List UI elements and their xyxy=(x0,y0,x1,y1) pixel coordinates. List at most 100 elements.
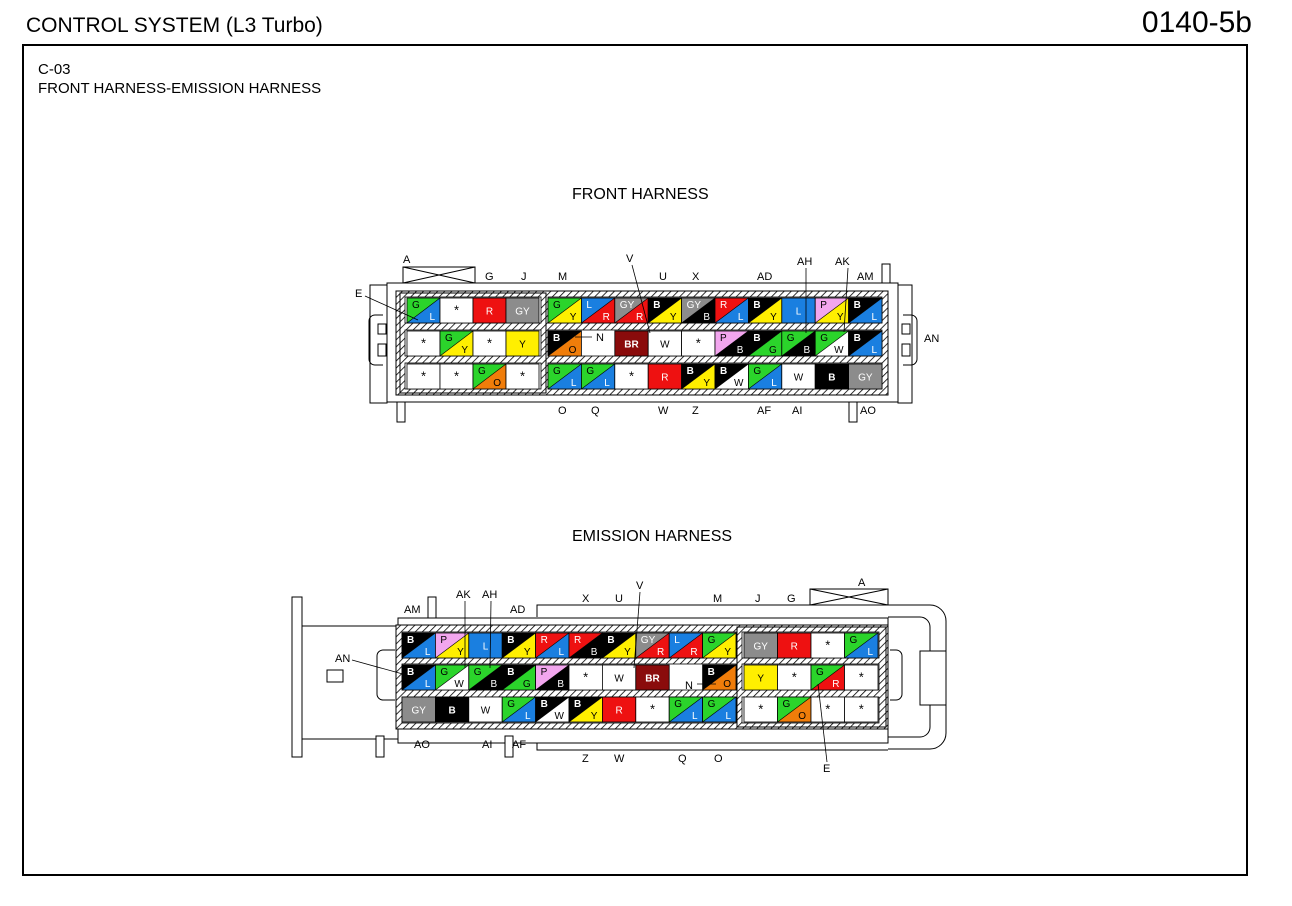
front-main-cavity-r1-c2: LR xyxy=(581,297,616,324)
emission-main-cavity-r3-c1: GY xyxy=(401,696,436,723)
emission-right-cavity-r1-c4: GL xyxy=(844,632,879,659)
cavity-color-primary: G xyxy=(553,300,561,311)
cavity-label: * xyxy=(825,702,830,717)
cavity-label: L xyxy=(483,642,489,653)
cavity-color-secondary: L xyxy=(871,345,877,356)
emission-main-cavity-r2-c1: BL xyxy=(401,664,436,691)
emission-main-cavity-r3-c8: * xyxy=(635,696,670,723)
cavity-label: BR xyxy=(624,340,639,351)
front-label-m: M xyxy=(558,271,567,283)
emission-main-cavity-r3-c6: BY xyxy=(568,696,603,723)
emission-harness-title: EMISSION HARNESS xyxy=(572,528,733,545)
emission-right-cavity-r3-c3: * xyxy=(810,696,845,723)
cavity-color-secondary: O xyxy=(798,711,806,722)
cavity-color-secondary: L xyxy=(738,312,744,323)
cavity-color-secondary: W xyxy=(454,679,464,690)
emission-right-cavity-r2-c3: GR xyxy=(810,664,845,691)
emission-label-g: G xyxy=(787,593,796,605)
emission-right-cavity-r2-c1: Y xyxy=(743,664,778,691)
front-left-cavity-r1-c3: R xyxy=(472,297,507,324)
cavity-color-primary: G xyxy=(507,699,515,710)
emission-label-e: E xyxy=(823,763,830,775)
emission-label-ak: AK xyxy=(456,589,471,601)
front-main-cavity-r3-c10: GY xyxy=(848,363,883,390)
cavity-color-secondary: L xyxy=(425,679,431,690)
emission-main-cavity-r1-c1: BL xyxy=(401,632,436,659)
cavity-color-primary: B xyxy=(753,300,760,311)
cavity-color-secondary: O xyxy=(569,345,577,356)
emission-label-x: X xyxy=(582,593,590,605)
cavity-color-primary: G xyxy=(474,667,482,678)
cavity-color-primary: GY xyxy=(641,635,656,646)
cavity-color-secondary: Y xyxy=(524,647,531,658)
front-left-cavity-r2-c4: Y xyxy=(505,330,540,357)
emission-label-ai: AI xyxy=(482,739,492,751)
emission-main-cavity-r1-c5: RL xyxy=(535,632,570,659)
cavity-color-secondary: B xyxy=(703,312,710,323)
emission-main-cavity-r3-c2: B xyxy=(434,696,470,723)
cavity-color-secondary: L xyxy=(558,647,564,658)
front-main-cavity-r3-c1: GL xyxy=(547,363,582,390)
cavity-color-primary: R xyxy=(720,300,727,311)
cavity-color-secondary: Y xyxy=(624,647,631,658)
cavity-label: BR xyxy=(645,674,660,685)
emission-main-cavity-r2-c2: GW xyxy=(434,664,470,691)
cavity-color-secondary: W xyxy=(555,711,565,722)
cavity-color-secondary: G xyxy=(523,679,531,690)
front-left-cavity-r3-c1: * xyxy=(406,363,441,390)
emission-main-cavity-r3-c9: GL xyxy=(668,696,704,723)
front-label-w: W xyxy=(658,405,669,417)
emission-label-v: V xyxy=(636,580,644,592)
diagram-frame xyxy=(22,44,1248,876)
cavity-color-secondary: Y xyxy=(457,647,464,658)
front-main-cavity-r1-c1: GY xyxy=(547,297,582,324)
cavity-color-primary: B xyxy=(574,699,581,710)
emission-main-cavity-r2-c10: BO xyxy=(702,664,737,691)
cavity-color-secondary: L xyxy=(692,711,698,722)
front-main-cavity-r1-c5: GYB xyxy=(681,297,716,324)
front-pin-labels: A G J M V U X AD AH AK AM E N AN O Q W Z… xyxy=(355,253,939,417)
front-main-cavity-r2-c4: W xyxy=(647,330,683,357)
cavity-color-primary: G xyxy=(787,333,795,344)
cavity-color-primary: B xyxy=(720,366,727,377)
cavity-label: * xyxy=(859,670,864,685)
cavity-color-secondary: O xyxy=(493,378,501,389)
emission-right-cavity-r3-c4: * xyxy=(844,696,879,723)
cavity-color-primary: R xyxy=(541,635,548,646)
cavity-color-primary: G xyxy=(850,635,858,646)
emission-main-cavity-r1-c6: RB xyxy=(568,632,603,659)
cavity-label: L xyxy=(796,307,802,318)
cavity-color-primary: G xyxy=(820,333,828,344)
cavity-color-secondary: Y xyxy=(724,647,731,658)
cavity-label: GY xyxy=(515,307,530,318)
cavity-color-secondary: Y xyxy=(591,711,598,722)
emission-label-j: J xyxy=(755,593,761,605)
cavity-color-secondary: R xyxy=(690,647,697,658)
cavity-color-primary: G xyxy=(708,635,716,646)
emission-main-cavity-r1-c8: GYR xyxy=(635,632,670,659)
emission-label-ao: AO xyxy=(414,739,430,751)
cavity-color-primary: B xyxy=(507,635,514,646)
cavity-color-primary: B xyxy=(553,333,560,344)
cavity-label: * xyxy=(825,638,830,653)
cavity-label: B xyxy=(828,373,835,384)
connector-name: FRONT HARNESS-EMISSION HARNESS xyxy=(38,80,322,97)
front-left-cavity-r3-c2: * xyxy=(439,363,474,390)
front-main-cavity-r3-c3: * xyxy=(614,363,649,390)
front-label-q: Q xyxy=(591,405,600,417)
cavity-color-primary: G xyxy=(708,699,716,710)
cavity-color-primary: G xyxy=(440,667,448,678)
cavity-label: R xyxy=(791,642,798,653)
cavity-color-primary: B xyxy=(687,366,694,377)
emission-label-ah: AH xyxy=(482,589,497,601)
cavity-color-primary: P xyxy=(541,667,548,678)
emission-main-cavity-r1-c3: L xyxy=(468,632,503,659)
cavity-color-secondary: R xyxy=(636,312,643,323)
cavity-label: * xyxy=(792,670,797,685)
emission-label-z: Z xyxy=(582,753,589,765)
cavity-color-primary: P xyxy=(820,300,827,311)
cavity-label: R xyxy=(661,373,668,384)
cavity-label: * xyxy=(421,369,426,384)
front-label-v: V xyxy=(626,253,634,265)
emission-main-cavity-r1-c4: BY xyxy=(501,632,537,659)
